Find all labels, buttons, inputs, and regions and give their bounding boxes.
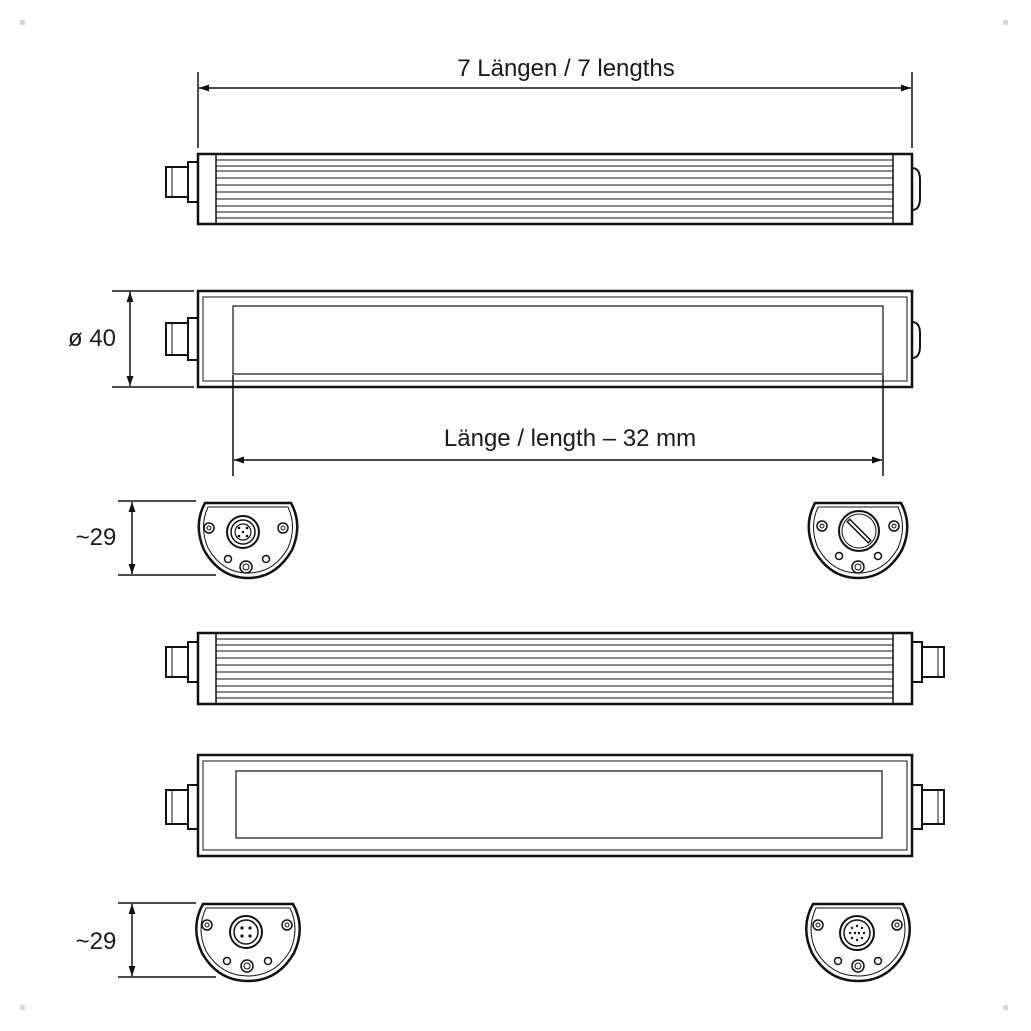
end-height-dimension-1: ~29 xyxy=(76,500,216,576)
overall-length-label: 7 Längen / 7 lengths xyxy=(457,55,675,82)
end-cap-multipin-connector-right xyxy=(805,902,911,983)
overall-length-dimension: 7 Längen / 7 lengths xyxy=(197,55,913,148)
end-cap-4pin-connector-left xyxy=(195,902,301,983)
corner-marks xyxy=(20,20,1008,1010)
diameter-dimension: ø 40 xyxy=(68,290,194,388)
end-height-label-2: ~29 xyxy=(76,928,117,955)
window-length-label: Länge / length – 32 mm xyxy=(444,425,696,452)
diameter-label: ø 40 xyxy=(68,325,116,352)
bar-front-view-double-connector xyxy=(165,753,945,858)
bar-side-view-single-connector xyxy=(165,152,921,226)
end-cap-plug-right xyxy=(807,501,909,580)
end-cap-connector-left xyxy=(197,501,299,580)
bar-side-view-double-connector xyxy=(165,631,945,706)
window-length-dimension: Länge / length – 32 mm xyxy=(232,375,884,476)
bar-front-view-single-connector xyxy=(165,289,921,389)
end-height-label-1: ~29 xyxy=(76,524,117,551)
end-height-dimension-2: ~29 xyxy=(76,902,216,978)
